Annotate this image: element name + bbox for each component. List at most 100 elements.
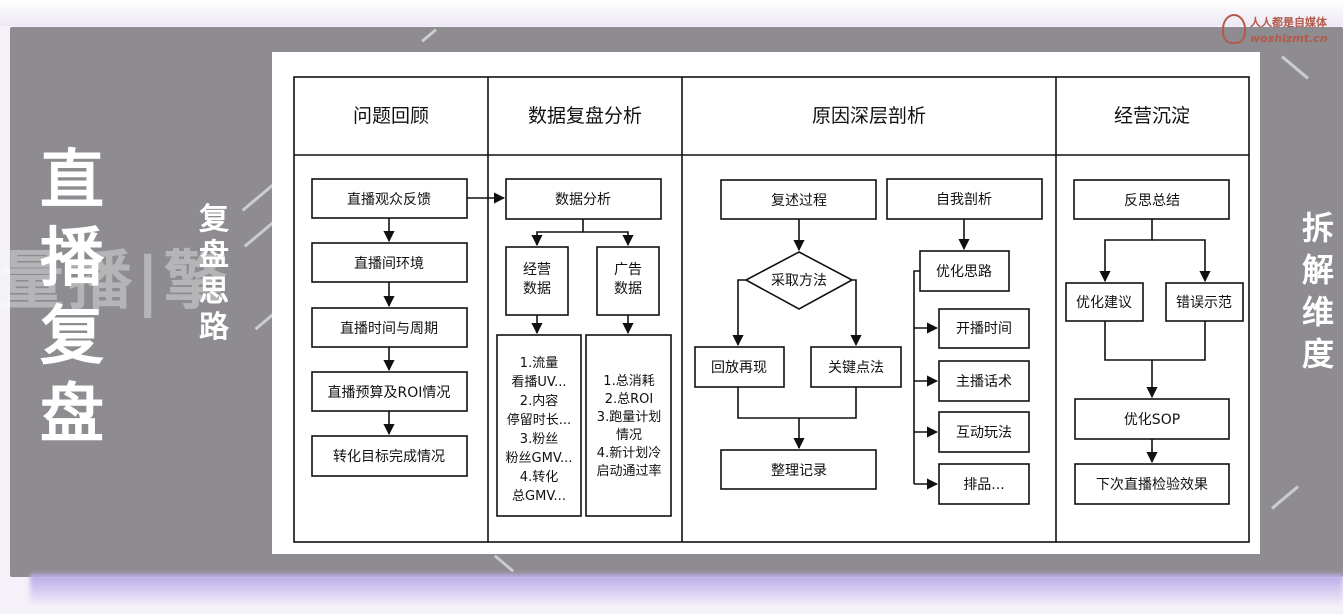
label-conversion: 转化目标完成情况 xyxy=(333,449,445,465)
label-operate-data: 数据 xyxy=(523,281,551,297)
label-start-time: 开播时间 xyxy=(956,321,1012,337)
connector xyxy=(737,387,857,419)
watermark-logo-icon xyxy=(1222,14,1246,44)
right-label-char: 解 xyxy=(1301,251,1334,289)
box-record xyxy=(720,449,877,490)
label-record: 整理记录 xyxy=(771,463,827,479)
box-suggest xyxy=(1065,282,1144,322)
ads-list-line: 情况 xyxy=(616,428,642,443)
right-label-char: 维 xyxy=(1301,293,1334,331)
ads-list-line: 4.新计划冷 xyxy=(597,445,661,461)
side-subtitle-char: 思 xyxy=(199,274,229,309)
box-host-script xyxy=(938,360,1030,402)
side-title-char: 直 xyxy=(40,144,104,218)
label-mistake: 错误示范 xyxy=(1176,294,1232,311)
label-ads-data: 数据 xyxy=(614,281,642,297)
label-optimize: 优化思路 xyxy=(936,264,992,280)
label-ads-data: 广告 xyxy=(614,262,642,278)
side-subtitle-char: 复 xyxy=(199,202,229,237)
side-subtitle-char: 盘 xyxy=(199,238,229,273)
box-next-check xyxy=(1074,463,1230,505)
label-data-analysis: 数据分析 xyxy=(555,192,611,208)
box-ads-list xyxy=(585,334,672,517)
label-suggest: 优化建议 xyxy=(1076,295,1132,311)
arrow xyxy=(583,231,634,247)
connector xyxy=(913,270,920,484)
side-subtitle: 复 盘 思 路 xyxy=(196,202,232,346)
box-data-analysis xyxy=(505,178,662,220)
right-label: 拆 解 维 度 xyxy=(1298,207,1338,375)
box-environment xyxy=(311,242,468,283)
box-keypoint xyxy=(810,346,902,388)
header-col3: 原因深层剖析 xyxy=(812,105,926,127)
label-product-order: 排品... xyxy=(963,477,1004,493)
side-title-char: 盘 xyxy=(40,378,104,452)
ads-list-line: 3.跑量计划 xyxy=(597,410,661,425)
label-sop: 优化SOP xyxy=(1124,412,1180,428)
label-method: 采取方法 xyxy=(771,273,827,289)
watermark: 人人都是自媒体 woshizmt.cn xyxy=(1222,12,1340,48)
diamond-method xyxy=(744,251,854,310)
operate-list-line: 4.转化 xyxy=(520,470,558,485)
operate-list-line: 1.流量 xyxy=(520,356,558,371)
top-band xyxy=(0,0,1343,26)
ads-list-line: 1.总消耗 xyxy=(603,374,654,389)
arrow xyxy=(850,279,862,347)
right-label-char: 拆 xyxy=(1301,209,1334,247)
box-sop xyxy=(1074,398,1230,440)
arrow xyxy=(1099,219,1153,283)
box-conversion xyxy=(311,435,468,477)
operate-list-line: 粉丝GMV... xyxy=(506,451,573,466)
operate-list-line: 2.内容 xyxy=(520,393,558,409)
side-title-char: 播 xyxy=(40,222,104,296)
box-start-time xyxy=(938,308,1030,349)
box-ads-data xyxy=(596,246,660,316)
label-recap: 复述过程 xyxy=(771,192,827,209)
label-host-script: 主播话术 xyxy=(956,374,1012,390)
box-operate-list xyxy=(496,334,582,517)
operate-list-line: 3.粉丝 xyxy=(520,432,558,447)
box-audience-feedback xyxy=(311,178,468,219)
label-time-cycle: 直播时间与周期 xyxy=(340,320,438,337)
box-self-analysis xyxy=(886,178,1043,220)
ads-list-line: 2.总ROI xyxy=(605,392,654,407)
label-environment: 直播间环境 xyxy=(354,255,424,272)
side-title-char: 复 xyxy=(40,300,104,374)
label-next-check: 下次直播检验效果 xyxy=(1096,476,1208,493)
watermark-line1: 人人都是自媒体 xyxy=(1250,16,1327,29)
ghost-text: 量播|擎 xyxy=(0,245,232,319)
side-subtitle-char: 路 xyxy=(199,310,229,345)
table-frame xyxy=(293,76,1250,543)
arrow xyxy=(732,279,746,347)
diagram-card: 问题回顾 数据复盘分析 原因深层剖析 经营沉淀 直播观众反馈 直播间环境 直播时… xyxy=(272,52,1260,554)
ads-list-line: 启动通过率 xyxy=(596,463,661,479)
right-label-char: 度 xyxy=(1301,335,1334,373)
label-operate-data: 经营 xyxy=(523,262,551,278)
box-replay xyxy=(694,346,785,388)
label-self-analysis: 自我剖析 xyxy=(936,192,992,208)
flow-diagram: 问题回顾 数据复盘分析 原因深层剖析 经营沉淀 直播观众反馈 直播间环境 直播时… xyxy=(293,76,1250,543)
box-operate-data xyxy=(505,246,569,316)
label-budget-roi: 直播预算及ROI情况 xyxy=(328,384,451,401)
box-recap xyxy=(720,179,877,220)
header-col1: 问题回顾 xyxy=(353,105,429,127)
label-audience-feedback: 直播观众反馈 xyxy=(347,191,431,208)
box-budget-roi xyxy=(311,371,468,412)
box-reflect xyxy=(1073,179,1230,220)
header-col2: 数据复盘分析 xyxy=(528,105,642,127)
side-title: 直 播 复 盘 xyxy=(36,142,108,454)
arrow xyxy=(531,219,584,247)
box-product-order xyxy=(938,463,1030,505)
label-interaction: 互动玩法 xyxy=(956,425,1012,441)
arrow xyxy=(1152,239,1211,283)
watermark-line2: woshizmt.cn xyxy=(1250,32,1328,45)
label-keypoint: 关键点法 xyxy=(828,360,884,376)
panel-shadow xyxy=(30,574,1343,604)
operate-list-line: 总GMV... xyxy=(512,489,566,504)
label-reflect: 反思总结 xyxy=(1124,193,1180,209)
operate-list-line: 看播UV... xyxy=(511,374,566,390)
operate-list-line: 停留时长... xyxy=(507,412,571,428)
header-col4: 经营沉淀 xyxy=(1114,105,1190,127)
box-interaction xyxy=(938,411,1030,453)
connector xyxy=(1104,321,1206,361)
